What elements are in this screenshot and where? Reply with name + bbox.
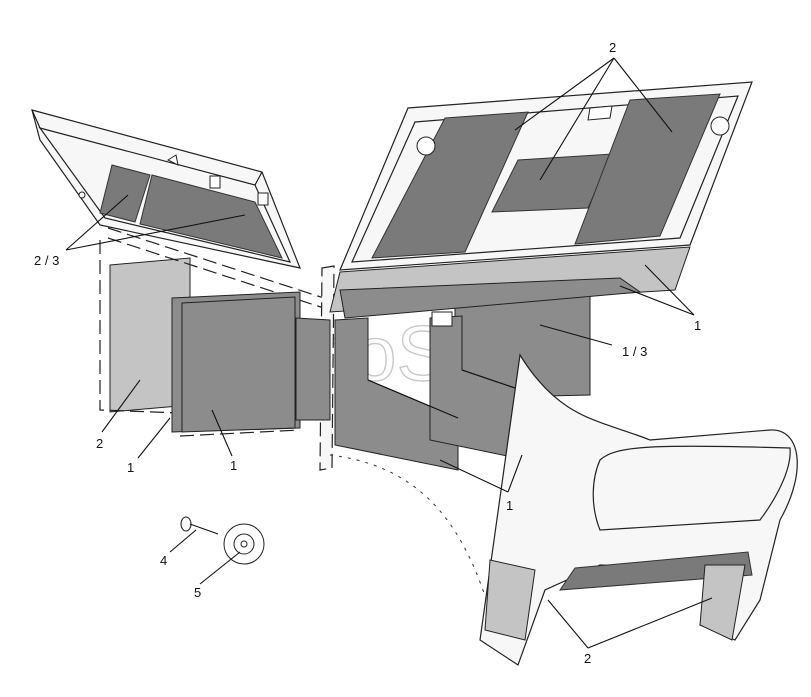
roof-panel-right (574, 93, 721, 245)
callout-right-1-3: 1 / 3 (622, 344, 647, 359)
hatch-mesh-panel-left (99, 164, 151, 223)
callout-middle-1: 1 (506, 498, 513, 513)
hatch-mesh-panel-right (139, 174, 283, 259)
callout-washer-5: 5 (194, 585, 201, 600)
callout-clip-4: 4 (160, 553, 167, 568)
callout-cab-2: 2 (584, 651, 591, 666)
clip-part-4 (180, 516, 219, 535)
callout-left-panel-2: 2 (96, 436, 103, 451)
callout-left-2-3: 2 / 3 (34, 253, 59, 268)
rear-lining-panels (295, 295, 591, 471)
left-side-liners (99, 227, 331, 437)
callout-left-1b: 1 (230, 458, 237, 473)
assembly-path (329, 454, 491, 613)
callout-labels: 2 2 / 3 1 1 / 3 2 1 1 1 4 5 2 (34, 40, 701, 666)
cab-rear-wall (479, 353, 798, 666)
washer-part-5 (223, 523, 265, 565)
roof-panel-center (491, 153, 613, 213)
hatch-latch (209, 175, 221, 189)
left-roof-hatch (31, 109, 301, 269)
right-roof (329, 81, 753, 319)
callout-left-1a: 1 (127, 460, 134, 475)
leader-lines (65, 57, 713, 649)
cab-vent-grille (558, 551, 753, 591)
roof-panel-left (371, 111, 529, 259)
callout-right-1: 1 (694, 318, 701, 333)
callout-top-right-2: 2 (609, 40, 616, 55)
